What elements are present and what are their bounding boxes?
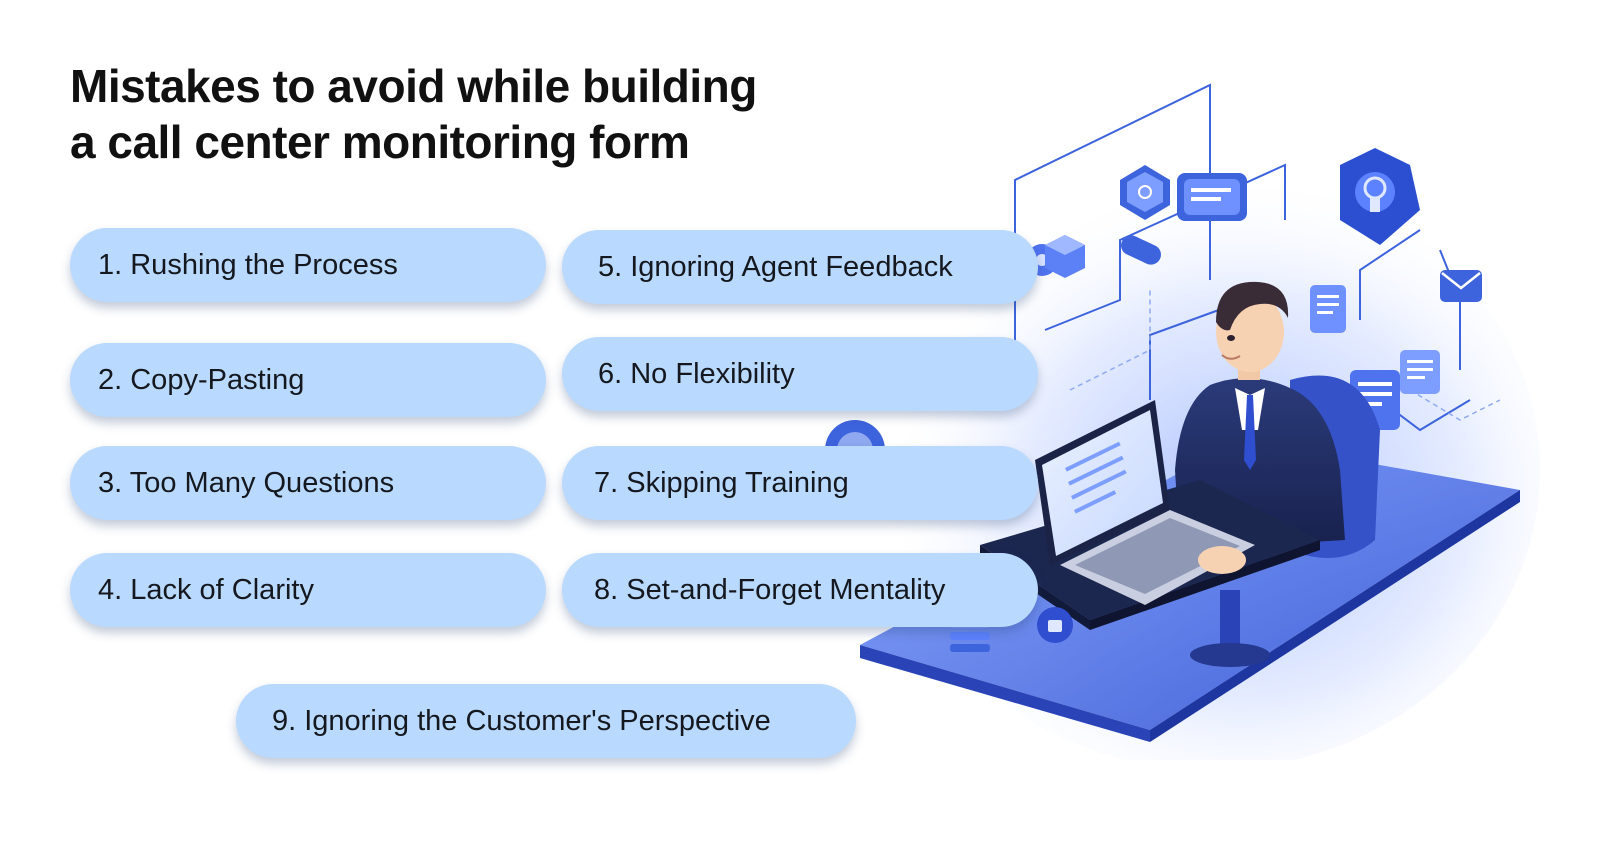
mistake-item-label: 8. Set-and-Forget Mentality: [594, 573, 946, 606]
mistake-item-label: 1. Rushing the Process: [98, 248, 398, 281]
title-line-1: Mistakes to avoid while building: [70, 60, 757, 112]
mistake-item-label: 9. Ignoring the Customer's Perspective: [272, 704, 771, 737]
page-title: Mistakes to avoid while building a call …: [70, 58, 850, 170]
mistake-item-label: 4. Lack of Clarity: [98, 573, 314, 606]
mistake-item-2: 2. Copy-Pasting: [70, 343, 546, 417]
cube-icon: [1045, 235, 1085, 278]
list-icon: [1400, 350, 1440, 394]
mistake-item-3: 3. Too Many Questions: [70, 446, 546, 520]
mistake-item-8: 8. Set-and-Forget Mentality: [562, 553, 1038, 627]
pill-icon: [1121, 235, 1161, 265]
chat-icon: [1177, 173, 1247, 221]
mistake-item-9: 9. Ignoring the Customer's Perspective: [236, 684, 856, 758]
mistake-item-label: 3. Too Many Questions: [98, 466, 395, 499]
document-icon: [1310, 285, 1346, 333]
mistake-item-6: 6. No Flexibility: [562, 337, 1038, 411]
lock-icon: [1037, 607, 1073, 643]
mistake-item-5: 5. Ignoring Agent Feedback: [562, 230, 1038, 304]
agent-hair: [1216, 281, 1289, 331]
mistake-item-label: 7. Skipping Training: [594, 466, 849, 499]
mistake-item-label: 6. No Flexibility: [598, 357, 795, 390]
mistake-item-label: 2. Copy-Pasting: [98, 363, 305, 396]
mail-icon: [1440, 270, 1482, 302]
mistake-item-7: 7. Skipping Training: [562, 446, 1038, 520]
title-line-2: a call center monitoring form: [70, 116, 690, 168]
lightbulb-icon: [1340, 148, 1420, 245]
mistake-item-label: 5. Ignoring Agent Feedback: [598, 250, 953, 283]
shield-icon: [1120, 165, 1170, 220]
mistake-item-1: 1. Rushing the Process: [70, 228, 546, 302]
mistake-item-4: 4. Lack of Clarity: [70, 553, 546, 627]
agent-illustration: [825, 83, 1540, 760]
